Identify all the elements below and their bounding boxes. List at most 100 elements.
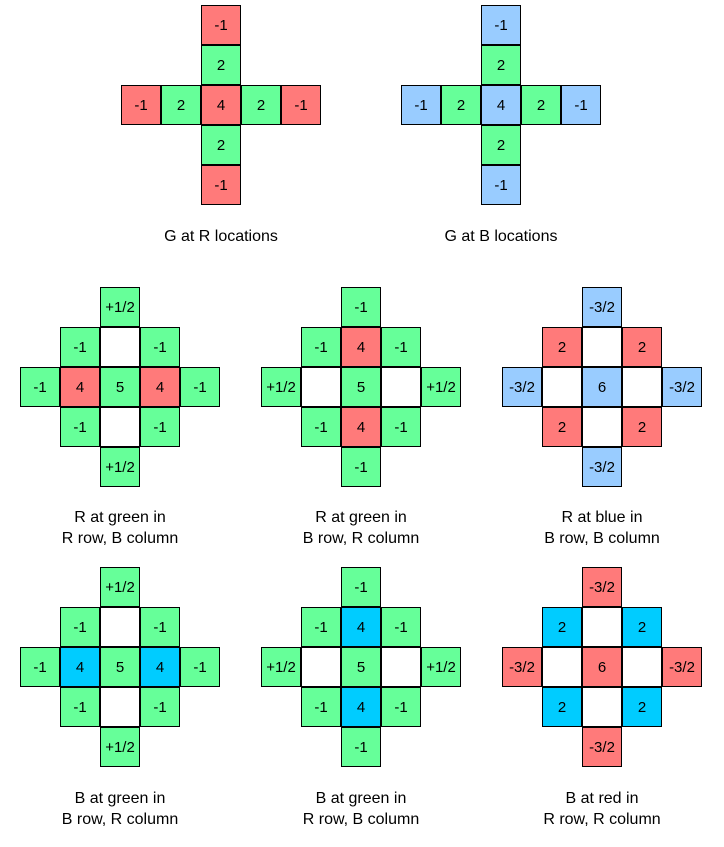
kernel-cell: -3/2: [662, 367, 702, 407]
kernel-cell: 5: [341, 367, 381, 407]
caption-line: R row, B column: [302, 811, 420, 828]
kernel-cell: -1: [121, 85, 161, 125]
kernel-cell: 4: [481, 85, 521, 125]
kernel-cell: 4: [60, 647, 100, 687]
kernel-cell: -1: [341, 727, 381, 767]
kernel-cell: +1/2: [421, 367, 461, 407]
kernel-cell: -1: [381, 687, 421, 727]
kernel-cell: -3/2: [582, 287, 622, 327]
kernel-cell: [542, 647, 582, 687]
kernel-cell: [301, 367, 341, 407]
kernel-cell: -1: [201, 165, 241, 205]
kernel-cell: 2: [521, 85, 561, 125]
kernel-cell: -1: [381, 407, 421, 447]
kernel-cell: [542, 367, 582, 407]
kernel-cell: -1: [561, 85, 601, 125]
caption-line: R at blue in: [561, 509, 643, 526]
caption-line: G at B locations: [444, 228, 558, 245]
kernel-cell: 6: [582, 647, 622, 687]
caption-line: B at red in: [565, 790, 639, 807]
kernel-cell: -1: [301, 327, 341, 367]
caption-line: B row, R column: [302, 530, 420, 547]
kernel-cell: 4: [341, 407, 381, 447]
kernel-cell: 5: [100, 647, 140, 687]
caption-line: R at green in: [74, 509, 166, 526]
kernel-cell: +1/2: [421, 647, 461, 687]
kernel-cell: -1: [281, 85, 321, 125]
kernel-cell: 2: [542, 607, 582, 647]
kernel-cell: 6: [582, 367, 622, 407]
kernel-cell: -3/2: [582, 447, 622, 487]
kernel-cell: 2: [441, 85, 481, 125]
kernel-cell: +1/2: [261, 367, 301, 407]
kernel-cell: -1: [180, 647, 220, 687]
kernel-cell: 2: [542, 407, 582, 447]
kernel-cell: 2: [622, 687, 662, 727]
kernel-caption: R at blue in B row, B column: [482, 507, 722, 549]
caption-line: G at R locations: [164, 228, 278, 245]
kernel-cell: 2: [161, 85, 201, 125]
kernel-cell: 2: [542, 327, 582, 367]
kernel-cell: 2: [542, 687, 582, 727]
kernel-cell: [582, 327, 622, 367]
kernel-cell: -3/2: [502, 367, 542, 407]
kernel-cell: 2: [481, 125, 521, 165]
caption-line: B row, B column: [544, 530, 660, 547]
kernel-cell: 4: [140, 367, 180, 407]
kernel-caption: G at R locations: [101, 226, 341, 247]
kernel-cell: -1: [140, 327, 180, 367]
kernel-cell: 2: [622, 607, 662, 647]
kernel-cell: -1: [301, 407, 341, 447]
kernel-cell: 2: [622, 407, 662, 447]
kernel-cell: -1: [60, 687, 100, 727]
kernel-cell: +1/2: [261, 647, 301, 687]
caption-line: B at green in: [315, 790, 407, 807]
kernel-cell: 2: [201, 125, 241, 165]
kernel-cell: 5: [100, 367, 140, 407]
kernel-cell: +1/2: [100, 567, 140, 607]
kernel-cell: 2: [622, 327, 662, 367]
kernel-cell: -1: [20, 647, 60, 687]
kernel-cell: 4: [140, 647, 180, 687]
kernel-cell: -1: [381, 327, 421, 367]
kernel-cell: +1/2: [100, 287, 140, 327]
kernel-cell: -1: [140, 407, 180, 447]
kernel-cell: -3/2: [662, 647, 702, 687]
kernel-cell: -1: [201, 5, 241, 45]
kernel-cell: -1: [60, 407, 100, 447]
kernel-cell: -1: [301, 607, 341, 647]
kernel-caption: B at green in R row, B column: [241, 788, 481, 830]
kernel-cell: -1: [180, 367, 220, 407]
kernel-cell: [582, 607, 622, 647]
kernel-cell: 5: [341, 647, 381, 687]
caption-line: B row, R column: [61, 811, 179, 828]
kernel-cell: [381, 647, 421, 687]
caption-line: R at green in: [315, 509, 407, 526]
kernel-cell: -1: [341, 287, 381, 327]
kernel-cell: -3/2: [582, 567, 622, 607]
kernel-cell: [582, 407, 622, 447]
kernel-cell: [622, 367, 662, 407]
kernel-cell: [100, 607, 140, 647]
kernel-cell: 4: [341, 607, 381, 647]
kernel-caption: R at green in B row, R column: [241, 507, 481, 549]
kernel-caption: G at B locations: [381, 226, 621, 247]
kernel-cell: +1/2: [100, 447, 140, 487]
kernel-cell: 4: [201, 85, 241, 125]
kernel-cell: [582, 687, 622, 727]
kernel-cell: 2: [241, 85, 281, 125]
kernel-cell: 4: [341, 687, 381, 727]
kernel-cell: +1/2: [100, 727, 140, 767]
kernel-cell: [301, 647, 341, 687]
